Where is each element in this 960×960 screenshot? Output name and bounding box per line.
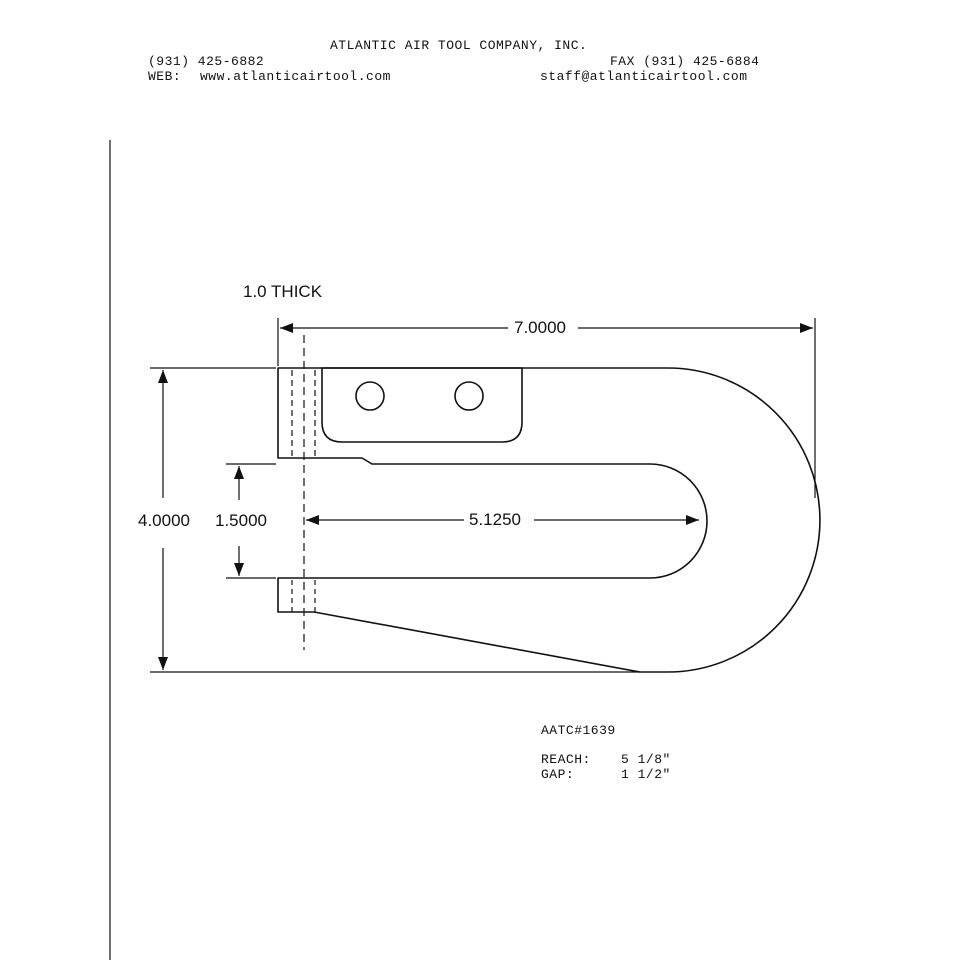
fax-number: FAX (931) 425-6884 [610, 54, 760, 69]
arrow-height-top [158, 370, 168, 383]
thickness-note: 1.0 THICK [243, 282, 323, 301]
hook-outline [277, 367, 821, 673]
part-number: AATC#1639 [541, 723, 616, 738]
web-url: www.atlanticairtool.com [200, 69, 391, 84]
arrow-reach-right [686, 515, 699, 525]
dim-overall-length: 7.0000 [514, 318, 566, 337]
reach-value: 5 1/8" [621, 752, 671, 767]
arrow-height-bottom [158, 657, 168, 670]
arrow-length-right [800, 323, 813, 333]
web-label: WEB: [148, 69, 182, 84]
arrow-gap-bottom [234, 563, 244, 576]
reach-label: REACH: [541, 752, 591, 767]
hole-left [355, 381, 385, 411]
arrow-length-left [280, 323, 293, 333]
arrow-gap-top [234, 466, 244, 479]
dim-overall-height: 4.0000 [138, 511, 190, 530]
hole-right [454, 381, 484, 411]
dim-reach: 5.1250 [469, 510, 521, 529]
company-name: ATLANTIC AIR TOOL COMPANY, INC. [330, 38, 588, 53]
upper-plate [321, 367, 523, 443]
email-address: staff@atlanticairtool.com [540, 69, 748, 84]
gap-label: GAP: [541, 767, 575, 782]
arrow-reach-left [306, 515, 319, 525]
dim-gap: 1.5000 [215, 511, 267, 530]
phone-number: (931) 425-6882 [148, 54, 265, 69]
gap-value: 1 1/2" [621, 767, 671, 782]
